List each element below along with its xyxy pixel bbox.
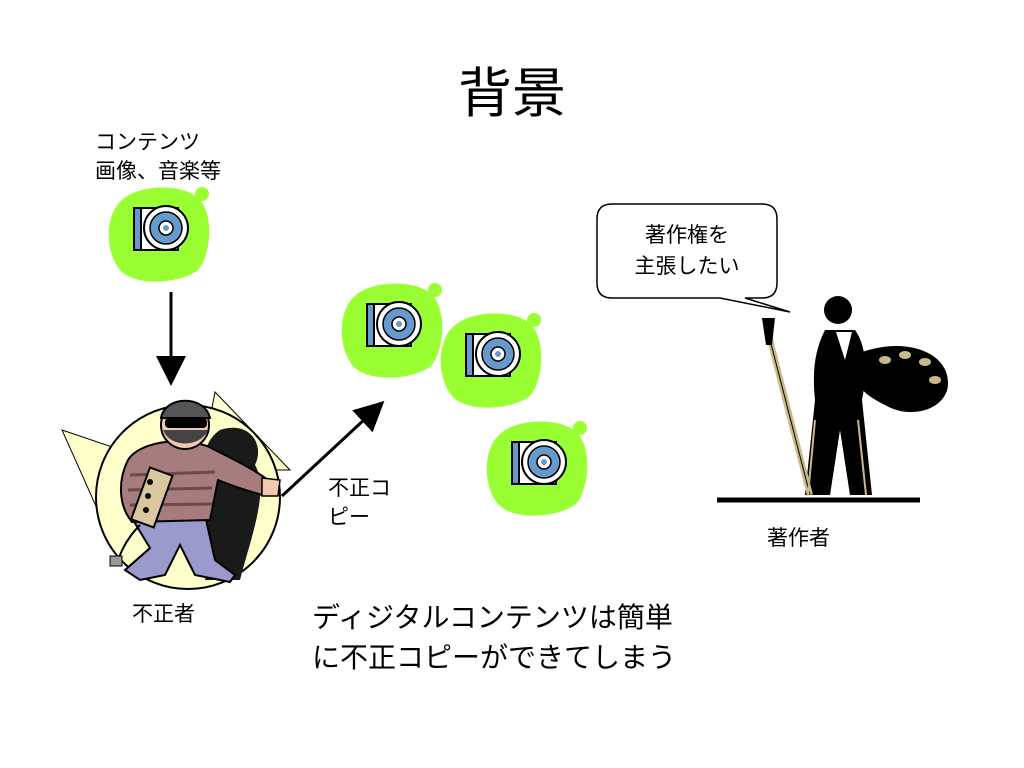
speech-bubble [596, 203, 791, 313]
pirate-clipart [61, 390, 292, 590]
content-label-line2: 画像、音楽等 [95, 159, 221, 183]
speech-line2: 主張したい [634, 254, 740, 278]
cd-icon [107, 186, 211, 283]
cd-icon [485, 420, 589, 517]
illegal-copy-line2: ピー [328, 505, 370, 529]
content-label-line1: コンテンツ [95, 130, 200, 154]
slide-title: 背景 [458, 62, 566, 125]
painter-clipart [717, 296, 949, 503]
cd-icon [439, 312, 543, 409]
speech-text: 著作権を 主張したい [597, 220, 777, 282]
pirate-label: 不正者 [132, 602, 195, 626]
illegal-copy-line1: 不正コ [328, 476, 391, 500]
illegal-copy-label: 不正コ ピー [328, 474, 391, 532]
caption-line2: に不正コピーができてしまう [312, 641, 677, 674]
caption: ディジタルコンテンツは簡単 に不正コピーができてしまう [312, 598, 676, 678]
caption-line1: ディジタルコンテンツは簡単 [312, 601, 673, 634]
cd-icon [340, 282, 444, 379]
content-label: コンテンツ 画像、音楽等 [95, 128, 221, 186]
author-label: 著作者 [767, 526, 830, 550]
arrow-diagonal [280, 400, 385, 498]
speech-line1: 著作権を [645, 223, 729, 247]
